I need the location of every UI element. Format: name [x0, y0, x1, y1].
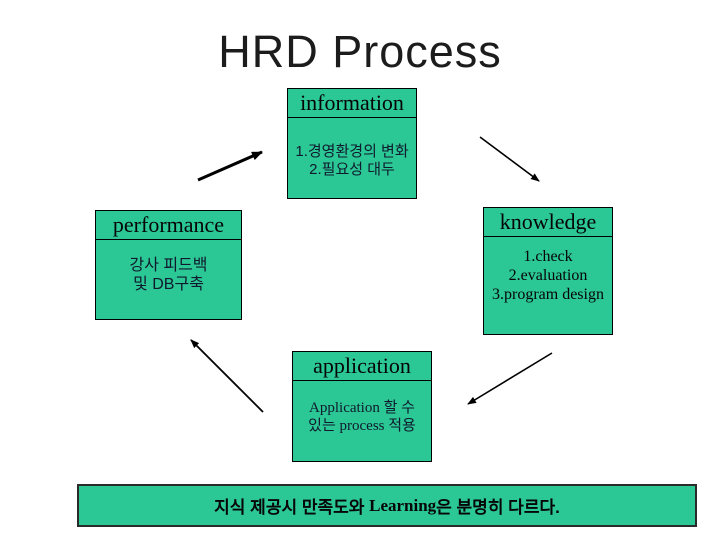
box-line: 있는 process 적용	[308, 418, 416, 434]
box-line: 1.check	[523, 248, 573, 265]
box-body-application: Application 할 수 있는 process 적용	[293, 381, 431, 435]
banner-text-after: 은 분명히 다르다.	[436, 498, 560, 517]
box-title-information: information	[288, 89, 416, 118]
box-line: 강사 피드백	[129, 257, 208, 274]
box-body-information: 1.경영환경의 변화 2.필요성 대두	[288, 118, 416, 179]
page-title: HRD Process	[218, 26, 502, 77]
box-title-performance: performance	[96, 211, 241, 240]
process-box-knowledge: knowledge 1.check 2.evaluation 3.program…	[483, 207, 613, 335]
banner-text-before: 지식 제공시 만족도와	[214, 498, 370, 517]
banner-highlight: Learning	[369, 495, 437, 515]
arrow-information-to-knowledge	[479, 136, 540, 182]
box-line: 및 DB구축	[133, 276, 204, 293]
arrow-knowledge-to-application	[467, 352, 553, 405]
box-title-application: application	[293, 352, 431, 381]
box-line: 2.evaluation	[508, 267, 588, 284]
box-title-knowledge: knowledge	[484, 208, 612, 237]
box-body-knowledge: 1.check 2.evaluation 3.program design	[484, 237, 612, 304]
box-line: 2.필요성 대두	[309, 161, 395, 178]
process-box-performance: performance 강사 피드백 및 DB구축	[95, 210, 242, 320]
box-body-performance: 강사 피드백 및 DB구축	[96, 240, 241, 294]
process-box-application: application Application 할 수 있는 process 적…	[292, 351, 432, 462]
arrow-application-to-performance	[190, 339, 264, 413]
box-line: 3.program design	[492, 286, 604, 303]
process-box-information: information 1.경영환경의 변화 2.필요성 대두	[287, 88, 417, 199]
box-line: 1.경영환경의 변화	[295, 143, 409, 160]
arrow-performance-to-information	[197, 150, 263, 182]
box-line: Application 할 수	[309, 400, 415, 416]
